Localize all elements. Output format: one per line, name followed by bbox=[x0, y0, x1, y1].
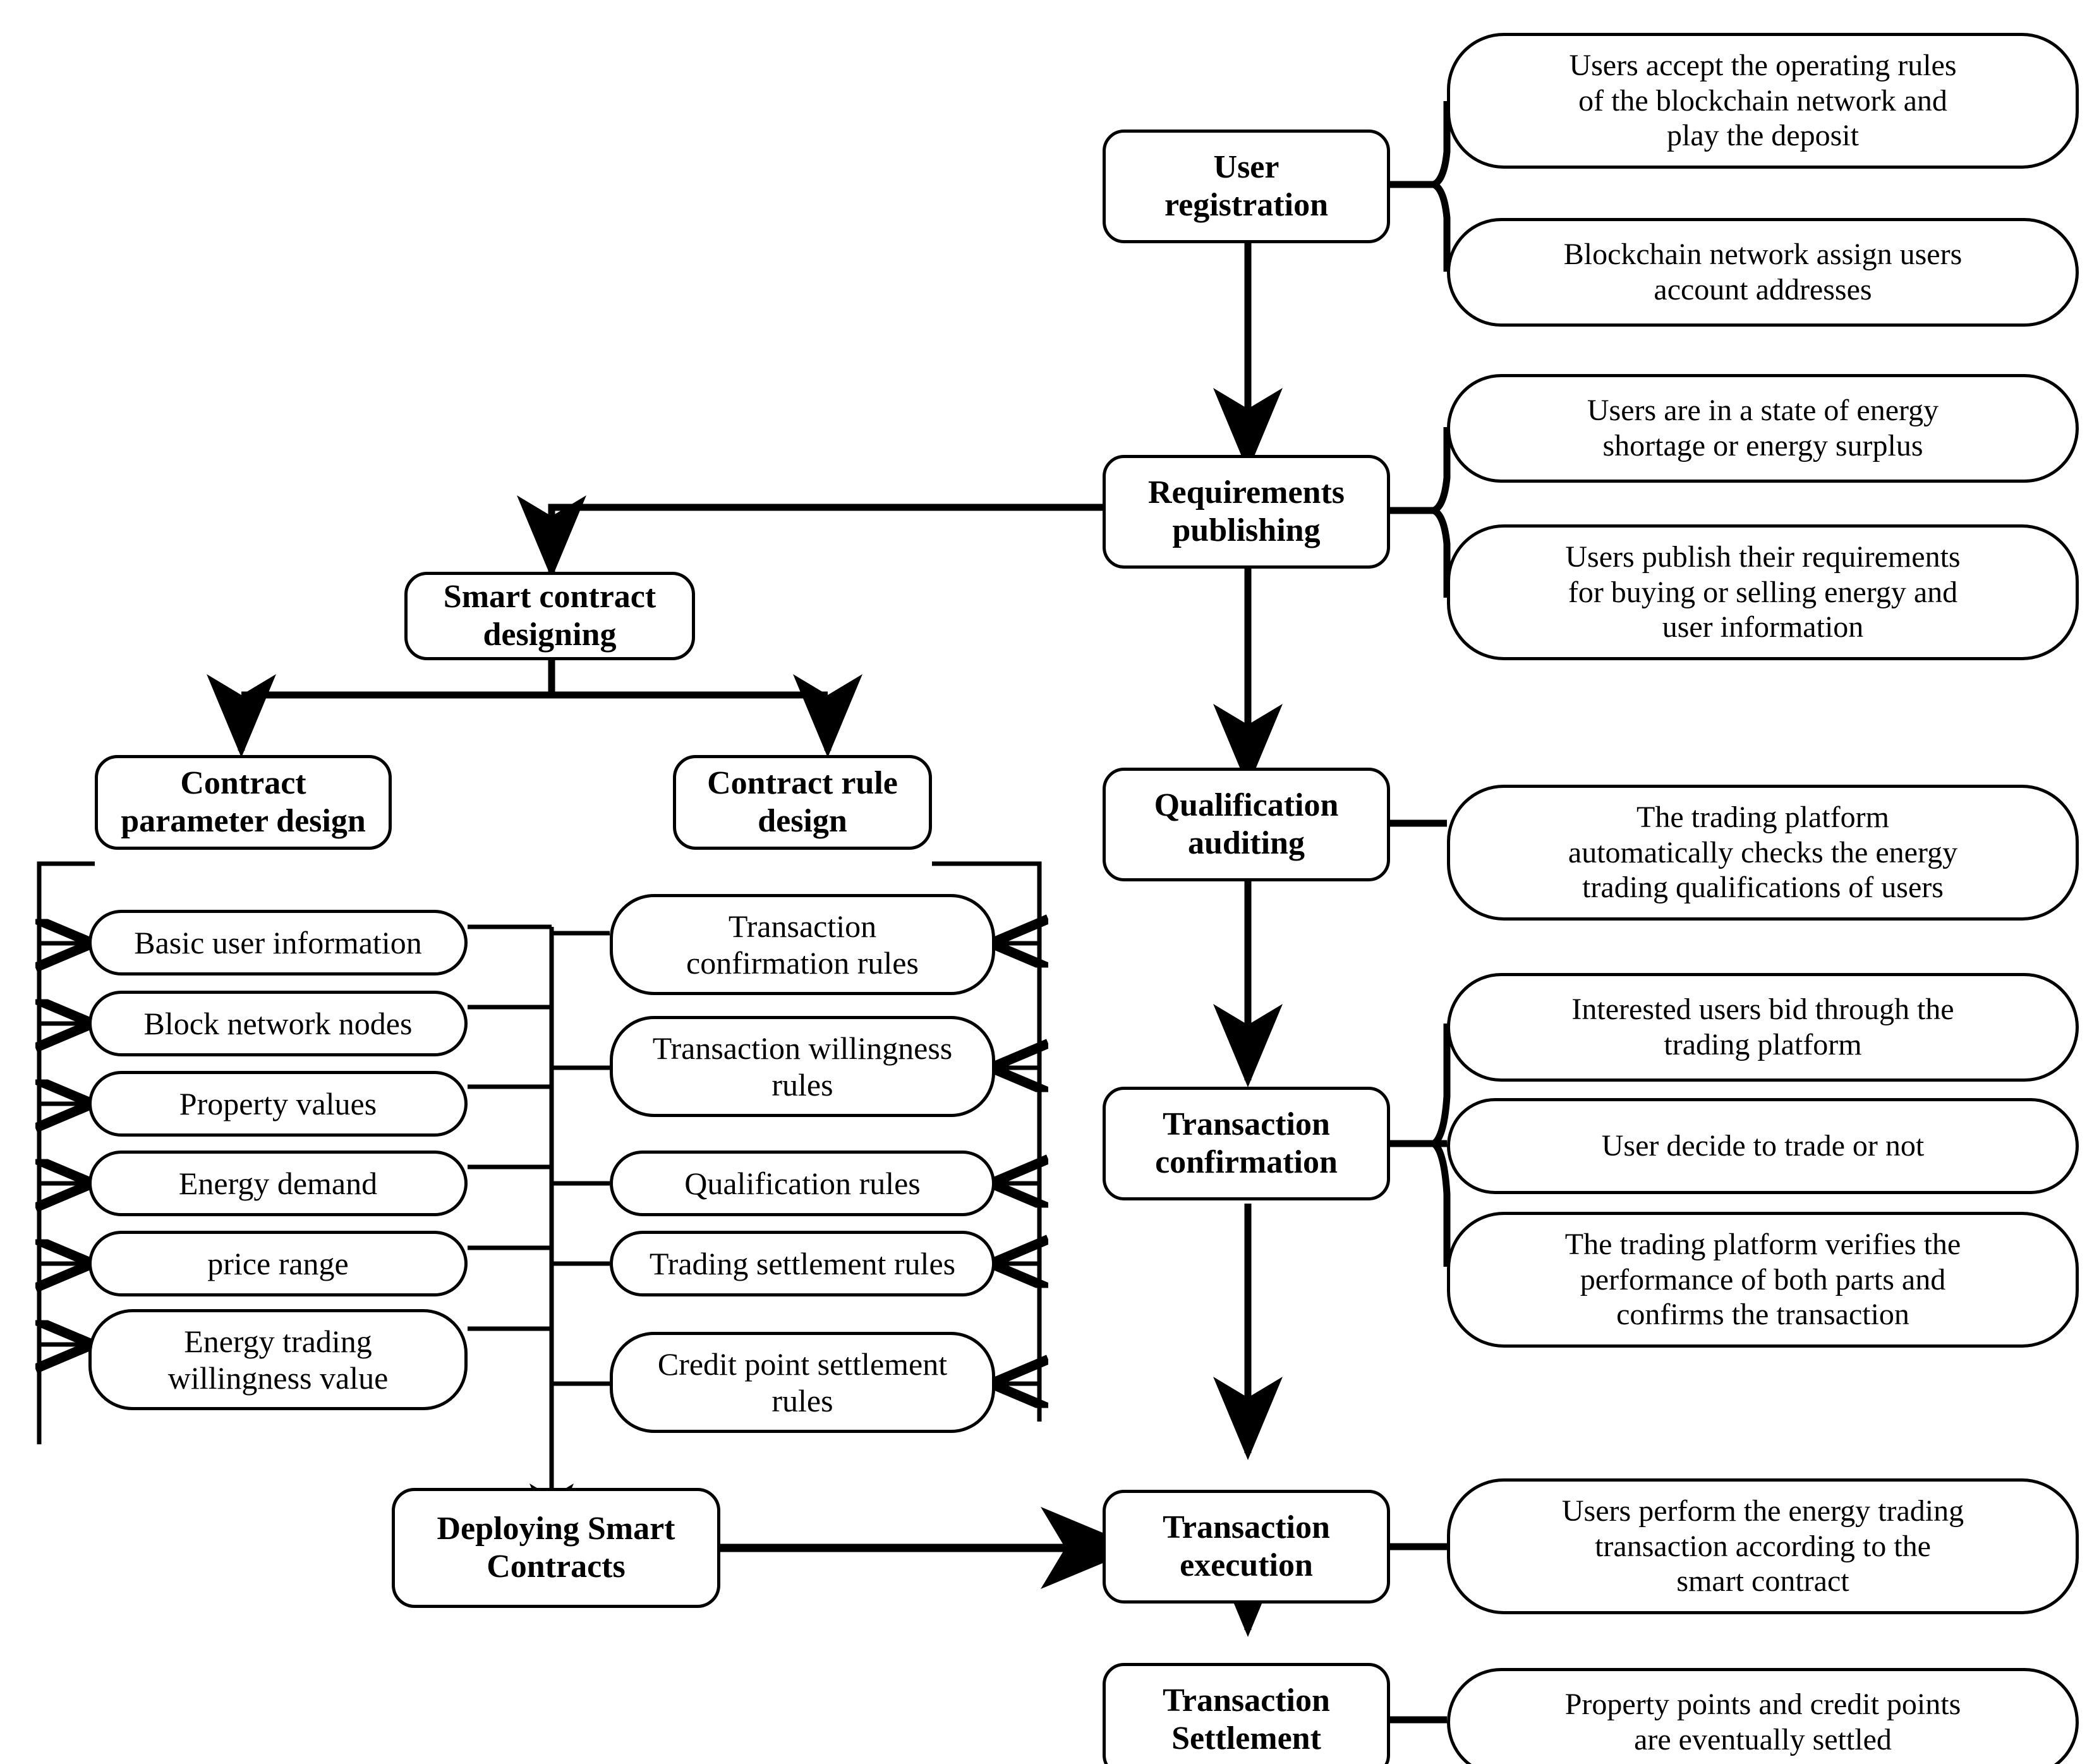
description-transaction-confirmation-2: User decide to trade or not bbox=[1447, 1098, 2079, 1194]
description-text: Blockchain network assign users account … bbox=[1563, 238, 1963, 306]
parameter-pill-property-values[interactable]: Property values bbox=[88, 1071, 468, 1137]
node-smart-contract-designing[interactable]: Smart contract designing bbox=[404, 572, 695, 660]
pill-label: Energy demand bbox=[178, 1166, 378, 1201]
stage-label: Qualification auditing bbox=[1154, 787, 1339, 861]
pill-label: Transaction confirmation rules bbox=[686, 909, 919, 981]
description-user-registration-2: Blockchain network assign users account … bbox=[1447, 218, 2079, 327]
stage-node-transaction-settlement[interactable]: Transaction Settlement bbox=[1103, 1663, 1390, 1764]
parameter-pill-block-network-nodes[interactable]: Block network nodes bbox=[88, 991, 468, 1056]
pill-label: Property values bbox=[179, 1086, 377, 1121]
description-requirements-publishing-2: Users publish their requirements for buy… bbox=[1447, 524, 2079, 660]
stage-node-transaction-confirmation[interactable]: Transaction confirmation bbox=[1103, 1087, 1390, 1200]
node-label: Contract parameter design bbox=[121, 764, 366, 839]
stage-node-user-registration[interactable]: User registration bbox=[1103, 130, 1390, 243]
description-text: Users are in a state of energy shortage … bbox=[1587, 394, 1939, 462]
node-deploying-smart-contracts[interactable]: Deploying Smart Contracts bbox=[392, 1488, 720, 1608]
rule-pill-trading-settlement-rules[interactable]: Trading settlement rules bbox=[610, 1231, 995, 1296]
pill-label: Block network nodes bbox=[143, 1006, 413, 1041]
node-label: Contract rule design bbox=[707, 764, 898, 839]
description-user-registration-1: Users accept the operating rules of the … bbox=[1447, 33, 2079, 169]
description-text: User decide to trade or not bbox=[1601, 1129, 1925, 1163]
stage-label: Transaction Settlement bbox=[1163, 1682, 1330, 1756]
rule-pill-qualification-rules[interactable]: Qualification rules bbox=[610, 1151, 995, 1216]
pill-label: Energy trading willingness value bbox=[167, 1324, 389, 1396]
stage-label: Transaction confirmation bbox=[1155, 1106, 1338, 1180]
rule-pill-credit-point-settlement-rules[interactable]: Credit point settlement rules bbox=[610, 1332, 995, 1433]
pill-label: price range bbox=[207, 1246, 349, 1281]
stage-node-requirements-publishing[interactable]: Requirements publishing bbox=[1103, 455, 1390, 569]
node-contract-rule-design[interactable]: Contract rule design bbox=[673, 755, 932, 850]
description-transaction-confirmation-1: Interested users bid through the trading… bbox=[1447, 973, 2079, 1082]
description-text: The trading platform verifies the perfor… bbox=[1564, 1227, 1961, 1332]
parameter-pill-energy-trading-willingness-value[interactable]: Energy trading willingness value bbox=[88, 1309, 468, 1410]
parameter-pill-energy-demand[interactable]: Energy demand bbox=[88, 1151, 468, 1216]
node-label: Smart contract designing bbox=[443, 578, 656, 653]
pill-label: Trading settlement rules bbox=[649, 1246, 956, 1281]
description-transaction-confirmation-3: The trading platform verifies the perfor… bbox=[1447, 1212, 2079, 1348]
description-requirements-publishing-1: Users are in a state of energy shortage … bbox=[1447, 374, 2079, 483]
description-text: The trading platform automatically check… bbox=[1568, 800, 1958, 905]
description-text: Interested users bid through the trading… bbox=[1571, 993, 1954, 1061]
stage-label: User registration bbox=[1164, 148, 1328, 223]
description-text: Users perform the energy trading transac… bbox=[1561, 1494, 1964, 1598]
description-transaction-execution-1: Users perform the energy trading transac… bbox=[1447, 1478, 2079, 1614]
pill-label: Credit point settlement rules bbox=[657, 1346, 948, 1418]
stage-label: Transaction execution bbox=[1163, 1509, 1330, 1583]
description-qualification-auditing-1: The trading platform automatically check… bbox=[1447, 785, 2079, 921]
description-text: Property points and credit points are ev… bbox=[1564, 1688, 1961, 1756]
stage-node-qualification-auditing[interactable]: Qualification auditing bbox=[1103, 768, 1390, 881]
pill-label: Transaction willingness rules bbox=[652, 1030, 953, 1102]
rule-pill-transaction-willingness-rules[interactable]: Transaction willingness rules bbox=[610, 1016, 995, 1117]
parameter-pill-basic-user-information[interactable]: Basic user information bbox=[88, 910, 468, 976]
description-text: Users publish their requirements for buy… bbox=[1565, 540, 1961, 644]
stage-node-transaction-execution[interactable]: Transaction execution bbox=[1103, 1490, 1390, 1604]
node-contract-parameter-design[interactable]: Contract parameter design bbox=[95, 755, 392, 850]
description-transaction-settlement-1: Property points and credit points are ev… bbox=[1447, 1668, 2079, 1764]
node-label: Deploying Smart Contracts bbox=[437, 1510, 675, 1585]
pill-label: Qualification rules bbox=[684, 1166, 921, 1201]
rule-pill-transaction-confirmation-rules[interactable]: Transaction confirmation rules bbox=[610, 894, 995, 995]
stage-label: Requirements publishing bbox=[1147, 474, 1345, 548]
pill-label: Basic user information bbox=[134, 925, 422, 960]
description-text: Users accept the operating rules of the … bbox=[1569, 48, 1957, 153]
parameter-pill-price-range[interactable]: price range bbox=[88, 1231, 468, 1296]
